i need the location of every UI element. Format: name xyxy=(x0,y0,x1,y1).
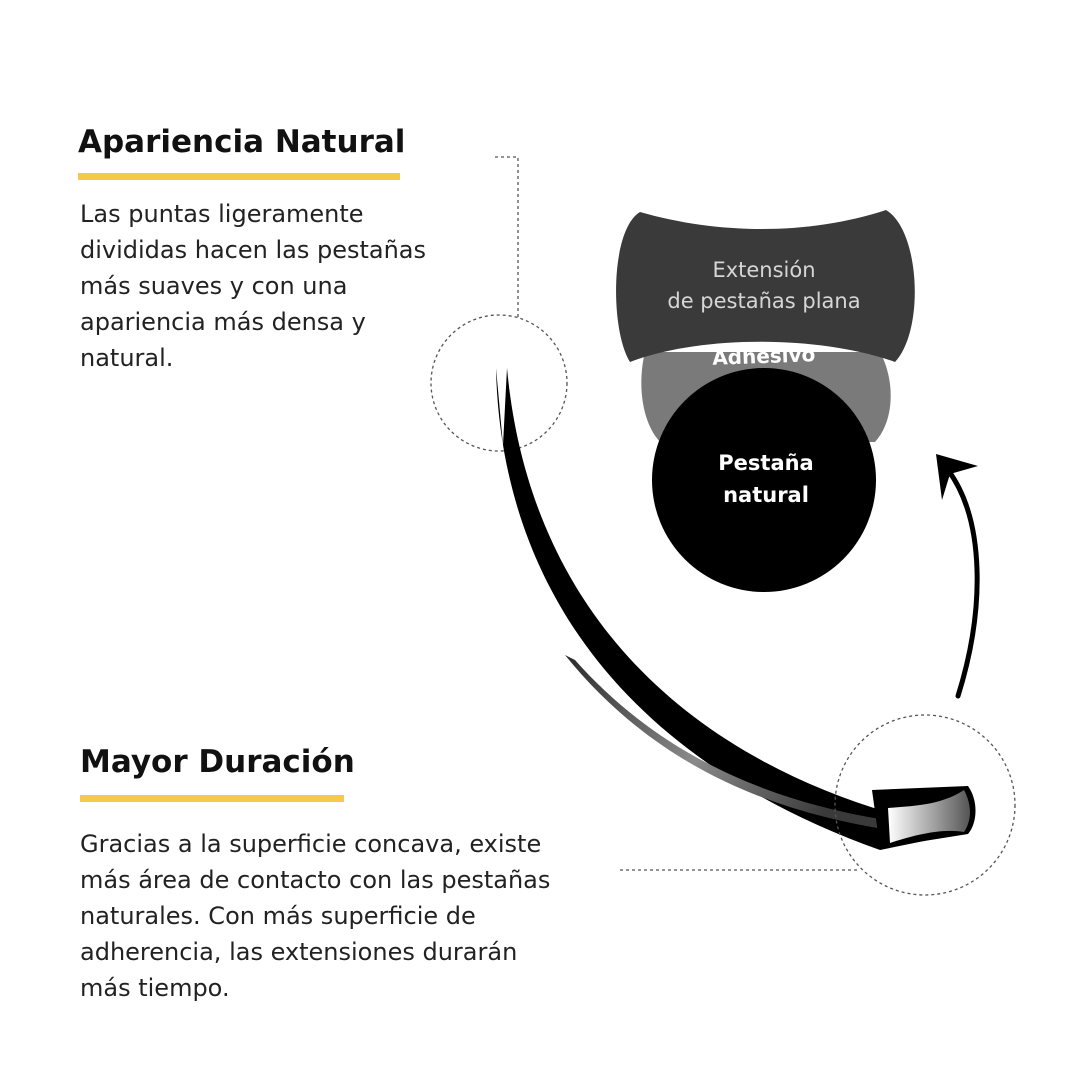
text-line: divididas hacen las pestañas xyxy=(80,236,427,264)
section-text-natural: Las puntas ligeramente divididas hacen l… xyxy=(80,196,426,376)
flat-extension-shape xyxy=(616,210,915,362)
text-line: natural. xyxy=(80,344,174,372)
extension-label-line-1: Extensión xyxy=(712,258,815,282)
text-line: más suaves y con una xyxy=(80,272,348,300)
section-text-duracion: Gracias a la superficie concava, existe … xyxy=(80,826,550,1006)
detail-circle-tips xyxy=(430,314,568,452)
title-underline-duracion xyxy=(80,795,344,802)
natural-lash-label-line-1: Pestaña xyxy=(718,451,813,475)
natural-lash-label-line-2: natural xyxy=(723,483,809,507)
lash-end-face xyxy=(888,790,970,843)
natural-lash-circle xyxy=(652,368,876,592)
section-title-duracion: Mayor Duración xyxy=(80,744,355,780)
text-line: Gracias a la superficie concava, existe xyxy=(80,830,542,858)
extension-label-line-2: de pestañas plana xyxy=(667,289,860,313)
title-underline-natural xyxy=(78,173,400,180)
section-title-natural: Apariencia Natural xyxy=(78,124,406,160)
curved-arrow xyxy=(945,467,980,699)
arrow-head-icon xyxy=(936,454,978,500)
text-line: más área de contacto con las pestañas xyxy=(80,866,551,894)
text-line: adherencia, las extensiones durarán xyxy=(80,938,518,966)
connector-line-natural xyxy=(495,156,519,318)
text-line: más tiempo. xyxy=(80,974,230,1002)
lash-extension-body xyxy=(496,368,968,850)
adhesive-label: Adhesivo xyxy=(712,342,816,370)
text-line: apariencia más densa y xyxy=(80,308,366,336)
text-line: naturales. Con más superficie de xyxy=(80,902,476,930)
text-line: Las puntas ligeramente xyxy=(80,200,364,228)
detail-circle-end xyxy=(834,714,1016,896)
